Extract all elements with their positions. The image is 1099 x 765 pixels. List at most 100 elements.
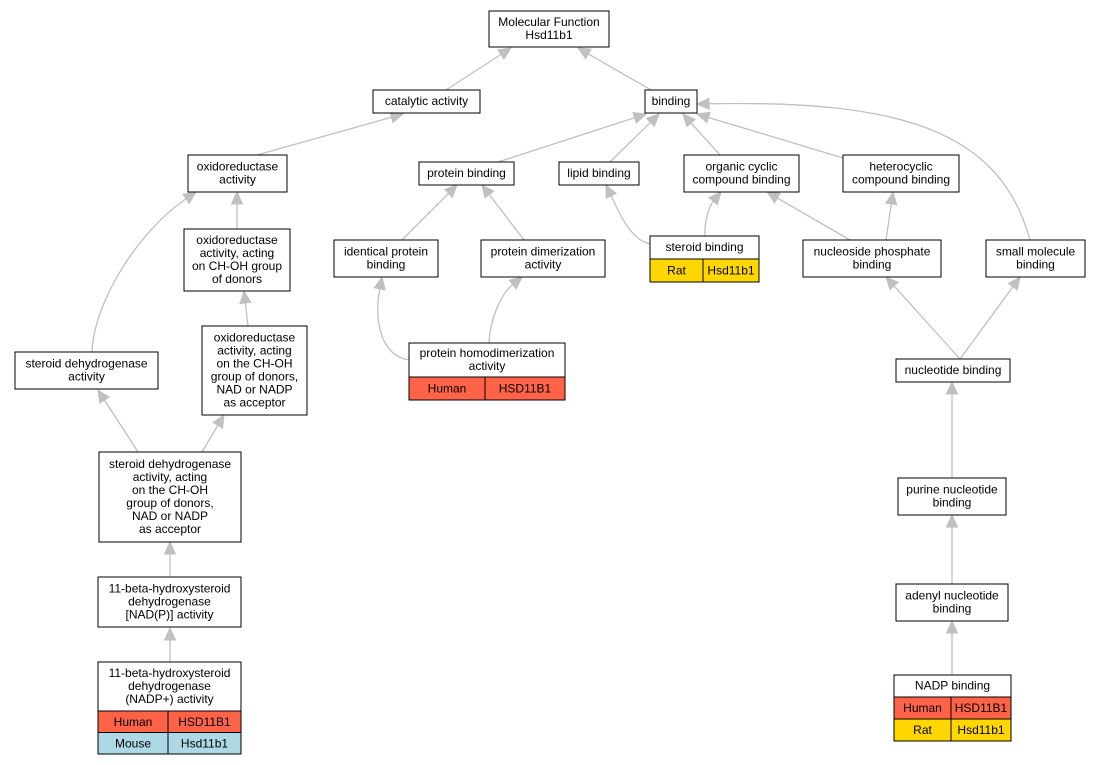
node-box	[895, 583, 1009, 622]
arrowhead-icon	[765, 191, 781, 204]
node-box	[683, 154, 800, 193]
edge-nucleotide-binding-to-small-molecule	[959, 286, 1014, 360]
gene-label: HSD11B1	[178, 715, 231, 729]
term-label-line: oxidoreductase	[196, 233, 278, 247]
arrowhead-icon	[945, 619, 959, 634]
term-label-line: catalytic activity	[385, 94, 468, 108]
arrowhead-icon	[212, 413, 225, 429]
arrowhead-icon	[576, 47, 592, 60]
node-box	[97, 576, 242, 628]
node-box	[802, 239, 942, 278]
edge-steroid-binding-to-lipid-binding	[610, 195, 651, 245]
species-label: Human	[114, 715, 153, 729]
term-label-line: activity, acting	[200, 246, 274, 260]
term-label-line: on the CH-OH	[132, 483, 208, 497]
arrowhead-icon	[508, 276, 523, 290]
arrowhead-icon	[682, 113, 697, 128]
species-label: Human	[903, 701, 942, 715]
edge-steroid-dehyd-nad-to-steroid-dehyd	[103, 399, 139, 453]
term-label-line: binding	[367, 258, 406, 272]
node-box	[895, 358, 1011, 383]
arrowhead-icon	[695, 97, 710, 111]
go-term-hsd-nadp-generic: 11-beta-hydroxysteroiddehydrogenase[NAD(…	[97, 576, 242, 628]
term-label-line: steroid dehydrogenase	[109, 457, 231, 471]
edges-layer	[91, 47, 1031, 675]
term-label-line: compound binding	[852, 173, 950, 187]
species-label: Mouse	[115, 736, 151, 750]
gene-cell	[484, 376, 566, 401]
term-label-line: adenyl nucleotide	[905, 589, 999, 603]
term-label-line: activity	[68, 370, 105, 384]
arrowhead-icon	[945, 513, 959, 528]
term-label-line: activity	[469, 359, 506, 373]
go-term-catalytic: catalytic activity	[372, 89, 481, 114]
term-label-line: dehydrogenase	[128, 595, 211, 609]
edge-steroid-dehyd-to-oxidoreductase	[91, 198, 187, 353]
arrowhead-icon	[163, 540, 177, 555]
edge-protein-binding-to-binding	[497, 117, 635, 163]
term-label-line: binding	[933, 602, 972, 616]
species-label: Rat	[667, 264, 686, 278]
term-label-line: protein homodimerization	[420, 346, 555, 360]
term-label-line: nucleotide binding	[905, 363, 1002, 377]
go-term-protein-binding: protein binding	[418, 161, 515, 186]
edge-nucleoside-phosphate-to-heterocyclic	[885, 203, 892, 241]
node-box	[418, 161, 515, 186]
edge-protein-homodimer-to-protein-dimer	[488, 284, 514, 344]
go-term-lipid-binding: lipid binding	[558, 161, 640, 186]
arrowhead-icon	[1007, 276, 1021, 291]
term-label-line: activity, acting	[217, 344, 291, 358]
term-label-line: identical protein	[344, 245, 428, 259]
edge-organic-cyclic-to-binding	[690, 122, 721, 156]
gene-label: HSD11B1	[955, 701, 1008, 715]
arrowhead-icon	[708, 191, 722, 206]
arrowhead-icon	[373, 275, 386, 291]
go-term-hsd-nadp-plus: 11-beta-hydroxysteroiddehydrogenase(NADP…	[97, 661, 242, 755]
go-term-binding: binding	[644, 89, 698, 114]
arrowhead-icon	[239, 289, 252, 305]
term-label-line: Molecular Function	[498, 15, 599, 29]
term-label-line: NAD or NADP	[132, 509, 208, 523]
term-label-line: steroid dehydrogenase	[25, 357, 147, 371]
edge-protein-homodimer-to-identical-protein	[377, 288, 410, 361]
gene-cell	[702, 258, 760, 283]
node-box	[488, 10, 610, 48]
term-label-line: binding	[1016, 258, 1055, 272]
species-label: Rat	[913, 723, 932, 737]
arrowhead-icon	[632, 111, 648, 124]
arrowhead-icon	[481, 184, 495, 199]
gene-cell	[950, 718, 1012, 742]
edge-identical-protein-to-protein-binding	[401, 193, 449, 241]
edge-binding-to-root	[588, 53, 652, 91]
edge-lipid-binding-to-binding	[609, 121, 651, 163]
gene-cell	[167, 732, 242, 755]
term-label-line: 11-beta-hydroxysteroid	[109, 666, 231, 680]
term-label-line: binding	[853, 258, 892, 272]
node-box	[201, 325, 308, 416]
term-label-line: activity	[525, 258, 562, 272]
term-label-line: NAD or NADP	[216, 383, 292, 397]
gene-label: Hsd11b1	[707, 264, 754, 278]
term-label-line: dehydrogenase	[128, 679, 211, 693]
node-box	[842, 154, 960, 193]
arrowhead-icon	[695, 111, 711, 124]
node-box	[558, 161, 640, 186]
term-label-line: protein binding	[427, 166, 506, 180]
arrowhead-icon	[497, 47, 513, 61]
node-box	[372, 89, 481, 114]
edge-small-molecule-to-binding	[708, 102, 1031, 241]
term-label-line: Hsd11b1	[525, 28, 572, 42]
arrowhead-icon	[884, 190, 898, 206]
